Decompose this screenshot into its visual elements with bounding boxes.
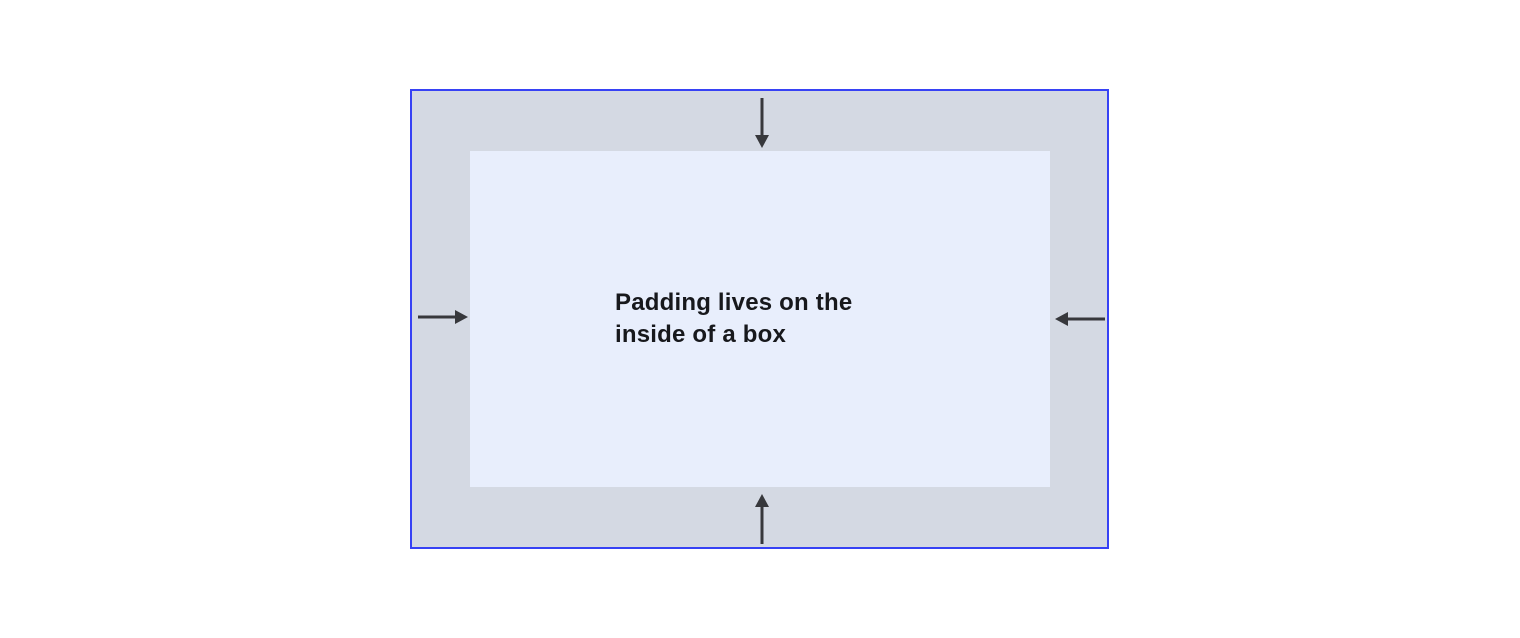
padding-arrow-left (418, 309, 468, 325)
arrow-right-icon (418, 310, 468, 324)
arrow-left-icon (1055, 312, 1105, 326)
padding-area-box: Padding lives on the inside of a box (410, 89, 1109, 549)
arrow-down-icon (755, 98, 769, 148)
arrow-up-icon (755, 494, 769, 544)
padding-caption: Padding lives on the inside of a box (615, 289, 853, 348)
padding-arrow-right (1055, 311, 1105, 327)
padding-arrow-bottom (754, 494, 770, 544)
padding-arrow-top (754, 98, 770, 148)
content-box: Padding lives on the inside of a box (470, 151, 1050, 487)
